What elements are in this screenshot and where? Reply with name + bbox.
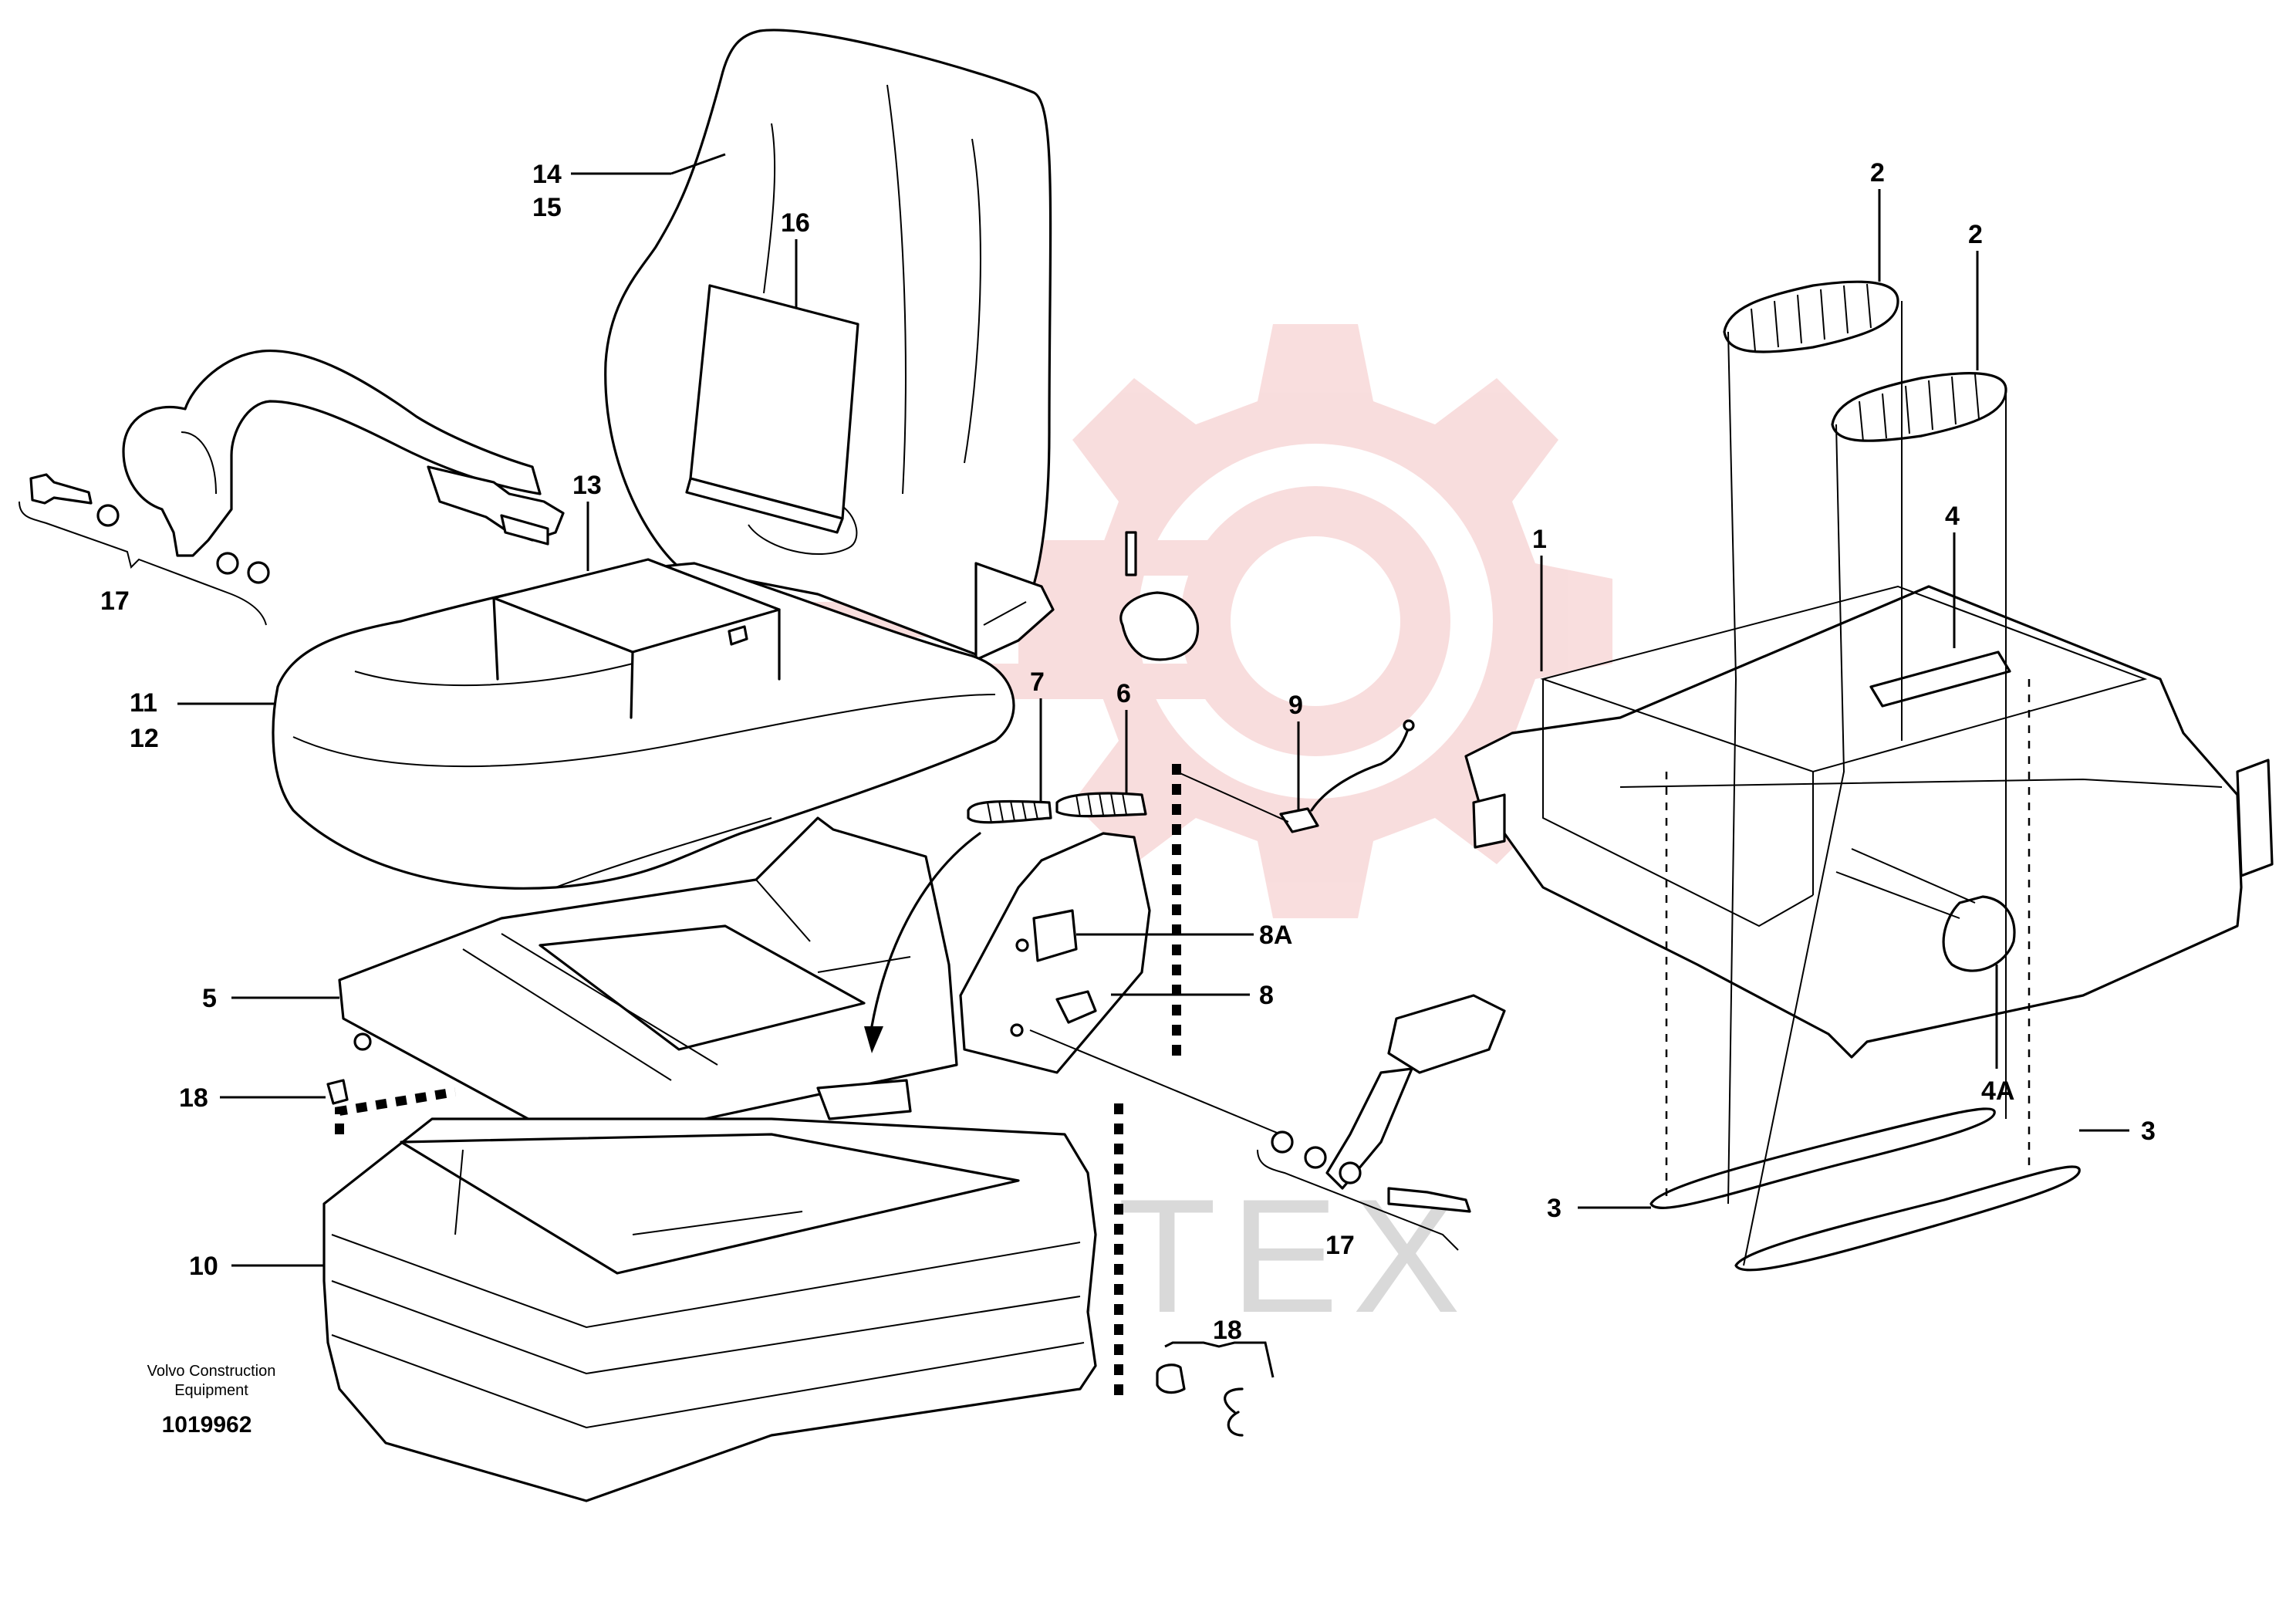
guide-dashed-3 bbox=[335, 1087, 456, 1134]
callout-18-bottom: 18 bbox=[1213, 1316, 1242, 1345]
footer: Volvo Construction Equipment 1019962 bbox=[147, 1363, 276, 1438]
spring-3-lower bbox=[1649, 1107, 1996, 1209]
seat-belt-left bbox=[19, 349, 565, 626]
suspension-unit bbox=[1464, 585, 2274, 1059]
callout-6: 6 bbox=[1116, 679, 1131, 708]
callout-14: 14 bbox=[532, 160, 562, 189]
adjustment-knob bbox=[1119, 531, 1200, 661]
callout-1: 1 bbox=[1532, 525, 1547, 554]
callout-3-right: 3 bbox=[2141, 1117, 2156, 1146]
guide-line-4 bbox=[1176, 771, 1289, 823]
bellows-base bbox=[322, 1117, 1097, 1502]
callout-10: 10 bbox=[189, 1252, 218, 1281]
seat-cover-box bbox=[492, 558, 781, 719]
spring-2-right bbox=[1831, 372, 2007, 442]
callout-12: 12 bbox=[130, 724, 159, 753]
footer-line-2: Equipment bbox=[174, 1382, 248, 1399]
callout-8: 8 bbox=[1259, 981, 1274, 1010]
callout-9: 9 bbox=[1288, 691, 1303, 720]
spring-3-upper bbox=[1734, 1165, 2081, 1272]
callout-17-right: 17 bbox=[1325, 1231, 1355, 1260]
callout-5: 5 bbox=[202, 984, 217, 1013]
install-arrow bbox=[870, 832, 981, 1028]
seat-belt-buckle-right bbox=[1257, 994, 1506, 1251]
clip-18-bottom bbox=[1156, 1363, 1244, 1437]
switch-9 bbox=[1279, 719, 1415, 833]
callout-8A: 8A bbox=[1259, 921, 1292, 950]
spring-tie-1 bbox=[1727, 331, 1737, 1205]
callouts: 14 15 16 13 17 11 12 7 6 9 8A 8 5 18 bbox=[100, 153, 2156, 1378]
spring-7 bbox=[967, 799, 1052, 824]
spring-2-left bbox=[1723, 280, 1899, 353]
callout-4A: 4A bbox=[1981, 1076, 2014, 1106]
install-arrowhead bbox=[864, 1026, 883, 1053]
clip-18-left bbox=[326, 1079, 349, 1105]
side-bracket bbox=[959, 832, 1151, 1074]
guide-line-5 bbox=[1029, 1029, 1281, 1135]
callout-7: 7 bbox=[1030, 667, 1045, 697]
spring-tie-2 bbox=[1743, 424, 1845, 1266]
callout-16: 16 bbox=[781, 208, 810, 238]
callout-2-right: 2 bbox=[1968, 220, 1983, 249]
lumbar-pad bbox=[685, 284, 859, 534]
callout-3-left: 3 bbox=[1547, 1194, 1562, 1223]
footer-line-1: Volvo Construction bbox=[147, 1363, 276, 1380]
callout-15: 15 bbox=[532, 193, 562, 222]
footer-part-number: 1019962 bbox=[162, 1412, 252, 1438]
seat-frame bbox=[338, 816, 958, 1151]
callout-11: 11 bbox=[130, 688, 157, 718]
callout-13: 13 bbox=[572, 471, 602, 500]
spring-6 bbox=[1055, 792, 1147, 818]
callout-2-left: 2 bbox=[1870, 158, 1885, 188]
callout-17-left: 17 bbox=[100, 586, 130, 616]
callout-18-left: 18 bbox=[179, 1083, 208, 1113]
callout-4: 4 bbox=[1945, 502, 1960, 531]
